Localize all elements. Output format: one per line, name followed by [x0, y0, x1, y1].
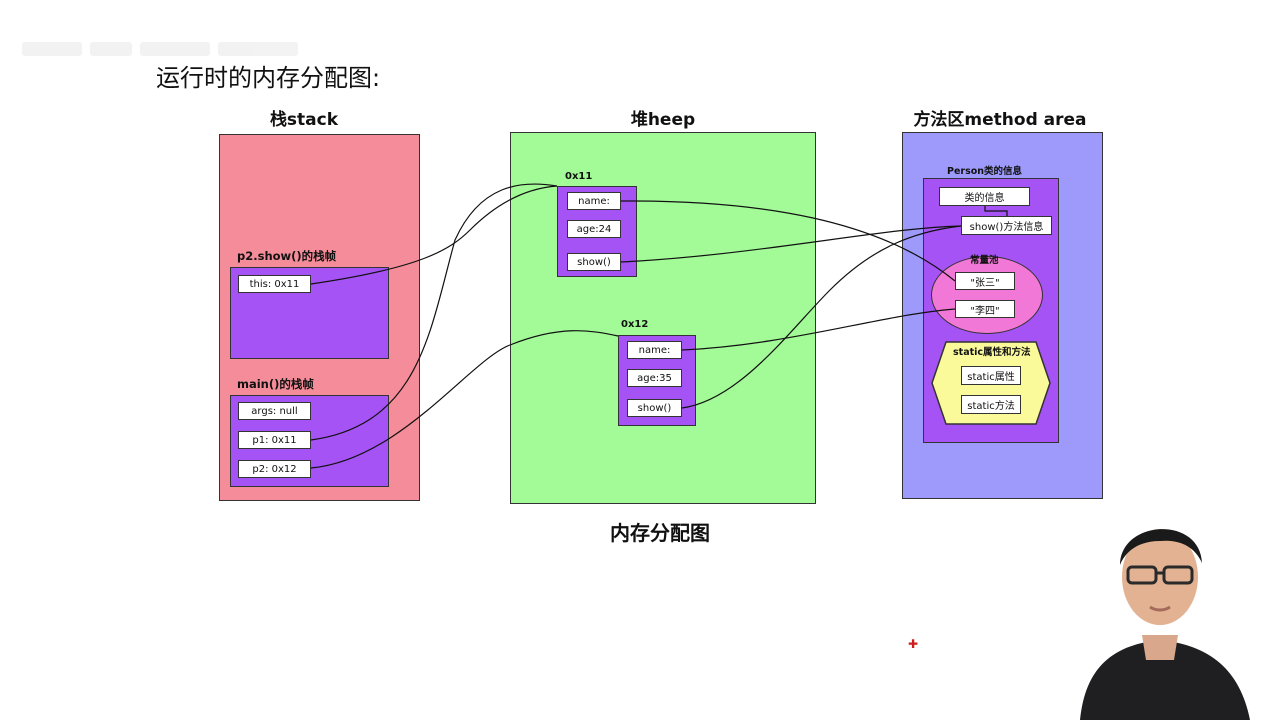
- constant-pool: [931, 256, 1043, 334]
- stack-title: 栈stack: [269, 110, 339, 130]
- constant-pool-label: 常量池: [970, 255, 999, 266]
- slide-title: 运行时的内存分配图:: [156, 64, 381, 92]
- p1-cell: p1: 0x11: [238, 431, 311, 449]
- arrow-obj1-show-to-method-info: [620, 225, 962, 263]
- this-cell: this: 0x11: [238, 275, 311, 293]
- arrow-obj2-show-to-method-info: [681, 225, 962, 409]
- watermark-logo: [22, 36, 302, 62]
- static-method-cell: static方法: [961, 395, 1021, 414]
- constant-zhangsan: "张三": [955, 272, 1015, 290]
- obj1-address: 0x11: [565, 171, 593, 182]
- show-method-info-cell: show()方法信息: [961, 216, 1052, 235]
- class-info-to-method-info-link: [984, 206, 1008, 216]
- presenter-video: [1080, 529, 1250, 720]
- person-class-label: Person类的信息: [947, 166, 1023, 177]
- main-frame-label: main()的栈帧: [237, 377, 314, 391]
- obj2-address: 0x12: [621, 319, 649, 330]
- show-frame-label: p2.show()的栈帧: [237, 249, 337, 263]
- p2-cell: p2: 0x12: [238, 460, 311, 478]
- obj2-show-cell: show(): [627, 399, 682, 417]
- obj2-age-cell: age:35: [627, 369, 682, 387]
- method-area-title: 方法区method area: [913, 110, 1087, 130]
- pointer-crosshair-icon: ✚: [908, 637, 919, 651]
- arrow-p2-to-obj2: [310, 330, 619, 469]
- heap-title: 堆heep: [630, 110, 696, 130]
- args-cell: args: null: [238, 402, 311, 420]
- arrow-this-to-obj1: [310, 185, 558, 285]
- obj1-name-cell: name:: [567, 192, 621, 210]
- diagram-caption: 内存分配图: [610, 521, 710, 545]
- static-area-label: static属性和方法: [953, 347, 1031, 358]
- obj1-age-cell: age:24: [567, 220, 621, 238]
- arrow-p1-to-obj1: [310, 183, 558, 441]
- class-info-cell: 类的信息: [939, 187, 1030, 206]
- obj1-show-cell: show(): [567, 253, 621, 271]
- static-attribute-cell: static属性: [961, 366, 1021, 385]
- heap-region: [510, 132, 816, 504]
- arrow-obj2-name-to-lisi: [681, 308, 956, 351]
- constant-lisi: "李四": [955, 300, 1015, 318]
- arrow-obj1-name-to-zhangsan: [620, 200, 956, 282]
- obj2-name-cell: name:: [627, 341, 682, 359]
